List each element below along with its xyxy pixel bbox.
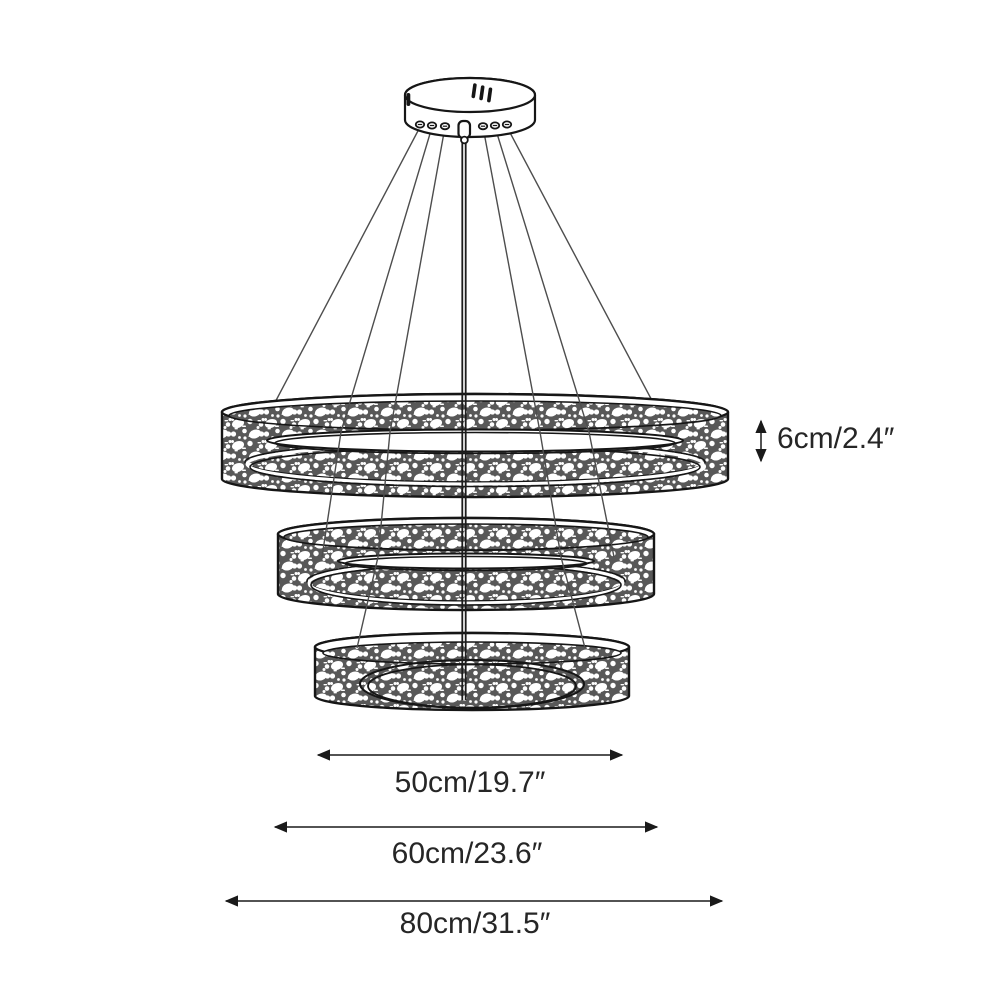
dimension-ring-height: 6cm/2.4″	[755, 419, 895, 463]
dimension-ring-small: 50cm/19.7″	[316, 749, 624, 799]
dimension-ring-large: 80cm/31.5″	[224, 895, 724, 940]
small-ring-label: 50cm/19.7″	[395, 766, 546, 799]
dimension-ring-medium: 60cm/23.6″	[273, 821, 659, 870]
height-label: 6cm/2.4″	[777, 422, 895, 455]
canopy-vent-slots	[471, 83, 493, 103]
canopy-cable-connectors	[414, 120, 513, 131]
large-ring-label: 80cm/31.5″	[400, 907, 551, 940]
medium-ring-label: 60cm/23.6″	[392, 837, 543, 870]
ring-large-80cm	[220, 392, 730, 499]
ring-small-50cm	[313, 631, 631, 712]
canopy-center-connector	[457, 119, 472, 145]
center-power-wire	[461, 143, 467, 700]
canopy-side-slot	[406, 93, 411, 106]
ceiling-canopy	[403, 76, 537, 145]
suspension-cables-through	[321, 126, 615, 649]
suspension-cables-outer	[270, 126, 658, 411]
